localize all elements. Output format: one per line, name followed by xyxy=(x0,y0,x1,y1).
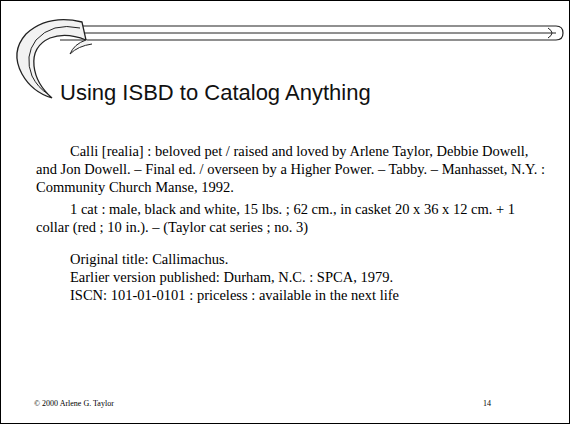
copyright-footer: © 2000 Arlene G. Taylor xyxy=(34,399,114,408)
slide-number: 14 xyxy=(483,399,491,408)
catalog-record-paragraph: Calli [realia] : beloved pet / raised an… xyxy=(36,142,548,196)
catalog-note: Original title: Callimachus. xyxy=(70,250,550,268)
header-bar-line xyxy=(62,33,556,34)
header-bar xyxy=(60,26,563,40)
catalog-record-paragraph: 1 cat : male, black and white, 15 lbs. ;… xyxy=(36,200,548,236)
header-bar-end xyxy=(548,28,552,38)
swoosh-tip xyxy=(70,40,92,54)
catalog-note: ISCN: 101-01-0101 : priceless : availabl… xyxy=(70,286,560,304)
catalog-note: Earlier version published: Durham, N.C. … xyxy=(70,268,550,286)
slide-title: Using ISBD to Catalog Anything xyxy=(60,80,371,106)
